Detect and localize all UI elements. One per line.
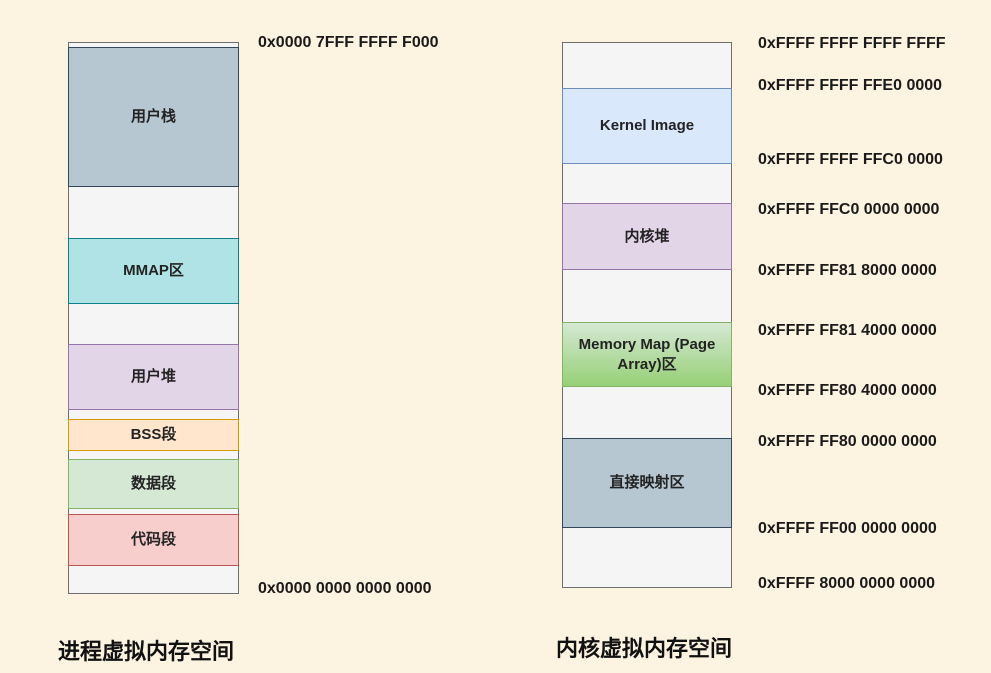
process-bottom-address: 0x0000 0000 0000 0000 (258, 580, 432, 597)
kernel-address-label: 0xFFFF FF80 4000 0000 (758, 382, 937, 399)
segment-user-stack: 用户栈 (68, 47, 239, 187)
segment-mmap-label: MMAP区 (123, 262, 184, 280)
kernel-address-label: 0xFFFF FFFF FFE0 0000 (758, 77, 943, 94)
kernel-address-label: 0xFFFF 8000 0000 0000 (758, 575, 936, 592)
kernel-diagram-title: 内核虚拟内存空间 (556, 636, 733, 661)
segment-kernel-image: Kernel Image (562, 88, 732, 164)
kernel-address-label: 0xFFFF FFFF FFC0 0000 (758, 151, 943, 168)
kernel-address-label: 0xFFFF FFC0 0000 0000 (758, 201, 940, 218)
segment-mmap: MMAP区 (68, 238, 239, 304)
kernel-memory-diagram: Kernel Image 内核堆 Memory Map (Page Array)… (562, 42, 732, 588)
segment-kernel-image-label: Kernel Image (599, 117, 695, 135)
process-diagram-title: 进程虚拟内存空间 (58, 639, 235, 664)
segment-bss-label: BSS段 (130, 426, 177, 444)
segment-direct-map: 直接映射区 (562, 438, 732, 528)
segment-code-label: 代码段 (130, 531, 176, 549)
segment-data-label: 数据段 (130, 475, 176, 493)
segment-memory-map: Memory Map (Page Array)区 (562, 322, 732, 387)
segment-direct-map-label: 直接映射区 (609, 474, 685, 492)
segment-user-heap: 用户堆 (68, 344, 239, 410)
segment-memory-map-label: Memory Map (Page Array)区 (578, 336, 716, 373)
segment-kernel-heap: 内核堆 (562, 203, 732, 270)
segment-user-stack-label: 用户栈 (130, 108, 176, 126)
kernel-address-label: 0xFFFF FF81 4000 0000 (758, 322, 937, 339)
segment-user-heap-label: 用户堆 (130, 368, 176, 386)
segment-code: 代码段 (68, 514, 239, 566)
process-memory-diagram: 用户栈 MMAP区 用户堆 BSS段 数据段 代码段 (68, 42, 239, 594)
kernel-address-label: 0xFFFF FF00 0000 0000 (758, 520, 937, 537)
segment-bss: BSS段 (68, 419, 239, 451)
kernel-address-label: 0xFFFF FF80 0000 0000 (758, 433, 937, 450)
kernel-address-label: 0xFFFF FF81 8000 0000 (758, 262, 937, 279)
segment-kernel-heap-label: 内核堆 (624, 227, 670, 245)
segment-data: 数据段 (68, 459, 239, 509)
process-top-address: 0x0000 7FFF FFFF F000 (258, 34, 439, 51)
kernel-address-label: 0xFFFF FFFF FFFF FFFF (758, 35, 946, 52)
